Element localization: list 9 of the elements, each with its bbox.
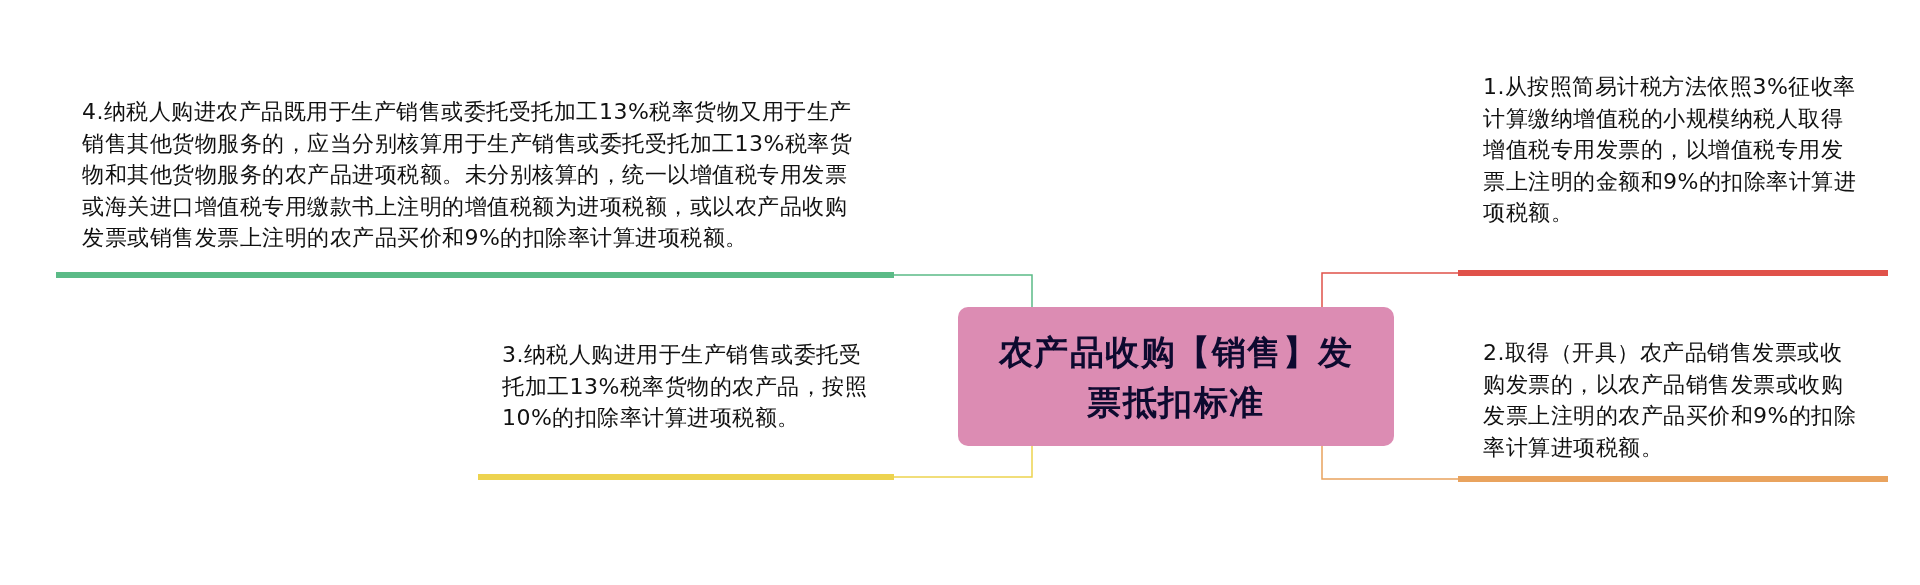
central-topic-box: 农产品收购【销售】发票抵扣标准 xyxy=(958,307,1394,446)
connector-line xyxy=(893,274,1033,308)
connector-line xyxy=(1321,445,1459,480)
underlined-topic: 1.从按照简易计税方法依照3%征收率计算缴纳增值税的小规模纳税人取得增值税专用发票的，以增值税专用发票上注明的金额和9%的扣除率计算进项税额。 xyxy=(1458,71,1888,276)
connector-line xyxy=(1321,272,1459,308)
underlined-topic: 3.纳税人购进用于生产销售或委托受托加工13%税率货物的农产品，按照10%的扣除率计算进项税额。 xyxy=(478,339,894,480)
underlined-topic: 4.纳税人购进农产品既用于生产销售或委托受托加工13%税率货物又用于生产销售其他货物服务的，应当分别核算用于生产销售或委托受托加工13%税率货物和其他货物服务的农产品进项税额。未分别核算的，统一以增值税专用发票或海关进口增值税专用缴款书上注明的增值税额为进项税额，或以农产品收购发票或销售发票上注明的农产品买价和9%的扣除率计算进项税额。 xyxy=(56,96,894,278)
connector-line xyxy=(893,445,1033,478)
underlined-topic: 2.取得（开具）农产品销售发票或收购发票的，以农产品销售发票或收购发票上注明的农产品买价和9%的扣除率计算进项税额。 xyxy=(1458,337,1888,482)
